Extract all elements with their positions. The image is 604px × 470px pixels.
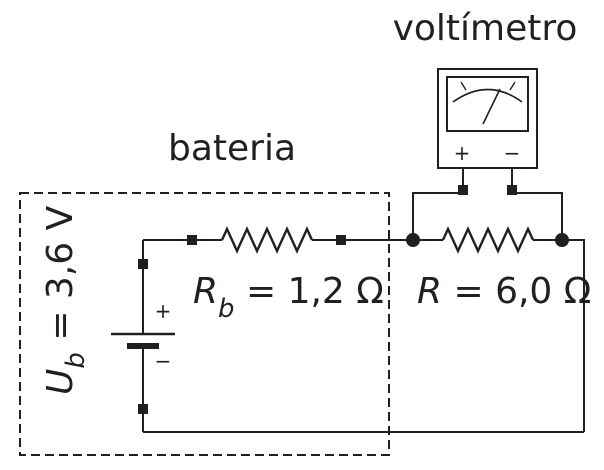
terminal-square xyxy=(458,185,468,195)
voltmeter-positive-sign: + xyxy=(454,141,471,165)
battery-negative-sign: − xyxy=(155,349,172,373)
junction-dot-icon xyxy=(406,233,420,247)
voltmeter-negative-sign: − xyxy=(504,141,521,165)
terminal-square xyxy=(507,185,517,195)
battery-cell-icon xyxy=(111,332,175,349)
external-resistor-icon xyxy=(441,226,535,254)
internal-resistor-icon xyxy=(220,226,314,254)
battery-label: bateria xyxy=(168,128,296,169)
battery-positive-sign: + xyxy=(155,299,172,323)
internal-resistance-label: Rb = 1,2 Ω xyxy=(193,271,384,324)
voltmeter-negative-lead xyxy=(511,168,563,240)
terminal-square xyxy=(138,259,148,269)
voltmeter-positive-lead xyxy=(412,168,464,240)
junction-dot-icon xyxy=(555,233,569,247)
terminal-square xyxy=(138,404,148,414)
terminal-square xyxy=(336,235,346,245)
top-wire-right xyxy=(533,239,585,432)
voltmeter-label: voltímetro xyxy=(393,8,578,49)
battery-dashed-box xyxy=(19,192,390,456)
voltmeter-icon xyxy=(437,68,538,169)
external-resistance-label: R = 6,0 Ω xyxy=(417,271,591,312)
terminal-square xyxy=(187,235,197,245)
battery-voltage-label: Ub = 3,6 V xyxy=(40,205,91,395)
